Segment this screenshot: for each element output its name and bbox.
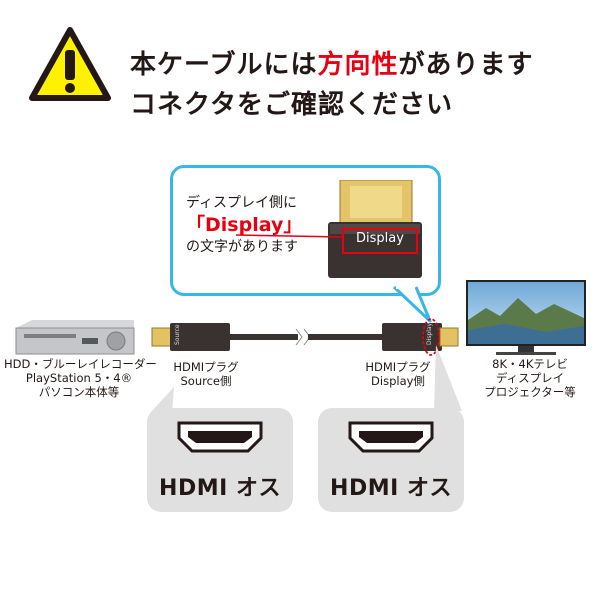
callout-text: ディスプレイ側に 「Display」 の文字があります bbox=[186, 192, 302, 258]
warning-heading-part1: 本ケーブルには bbox=[130, 50, 318, 80]
display-plug-caption-line2: Display側 bbox=[371, 374, 425, 388]
right-panel-leader bbox=[434, 345, 462, 411]
callout-pointer bbox=[392, 285, 432, 323]
callout-line3: の文字があります bbox=[186, 239, 298, 255]
right-device-line3: プロジェクター等 bbox=[484, 385, 576, 399]
right-device-line2: ディスプレイ bbox=[495, 371, 565, 385]
hdmi-connector-right-icon bbox=[348, 421, 434, 453]
warning-subheading: コネクタをご確認ください bbox=[130, 90, 453, 120]
recorder-device-image bbox=[15, 320, 135, 355]
source-plug-caption-line1: HDMIプラグ bbox=[173, 360, 239, 374]
display-label-outline bbox=[342, 228, 418, 254]
left-device-line2: PlayStation 5・4® bbox=[25, 371, 133, 385]
right-panel-label: HDMI オス bbox=[330, 476, 452, 501]
left-panel-leader bbox=[150, 387, 174, 413]
display-plug-label: Display bbox=[426, 322, 433, 345]
warning-heading-accent: 方向性 bbox=[317, 50, 399, 80]
callout-line1: ディスプレイ側に bbox=[186, 195, 298, 211]
display-plug-caption-line1: HDMIプラグ bbox=[365, 360, 431, 374]
callout-leader-line bbox=[236, 234, 343, 238]
left-device-line1: HDD・ブルーレイレコーダー bbox=[4, 357, 157, 371]
warning-triangle-icon bbox=[29, 27, 111, 101]
right-device-label: 8K・4Kテレビ ディスプレイ プロジェクター等 bbox=[470, 357, 590, 399]
hdmi-cable-image bbox=[151, 318, 459, 356]
connector-display-label: Display bbox=[356, 231, 404, 246]
left-panel-label: HDMI オス bbox=[159, 476, 281, 501]
left-device-label: HDD・ブルーレイレコーダー PlayStation 5・4® パソコン本体等 bbox=[4, 357, 157, 399]
display-plug-caption: HDMIプラグ Display側 bbox=[358, 360, 438, 388]
source-plug-caption: HDMIプラグ Source側 bbox=[166, 360, 246, 388]
right-device-line1: 8K・4Kテレビ bbox=[492, 357, 568, 371]
source-plug-caption-line2: Source側 bbox=[180, 374, 232, 388]
callout-display-word: 「Display」 bbox=[186, 214, 303, 236]
warning-heading-part2: があります bbox=[398, 50, 534, 80]
left-device-line3: パソコン本体等 bbox=[38, 385, 120, 399]
hdmi-connector-left-icon bbox=[177, 421, 263, 453]
tv-device-image bbox=[466, 280, 586, 355]
warning-heading: 本ケーブルには方向性があります bbox=[130, 44, 533, 81]
source-plug-label: Source bbox=[174, 324, 181, 345]
